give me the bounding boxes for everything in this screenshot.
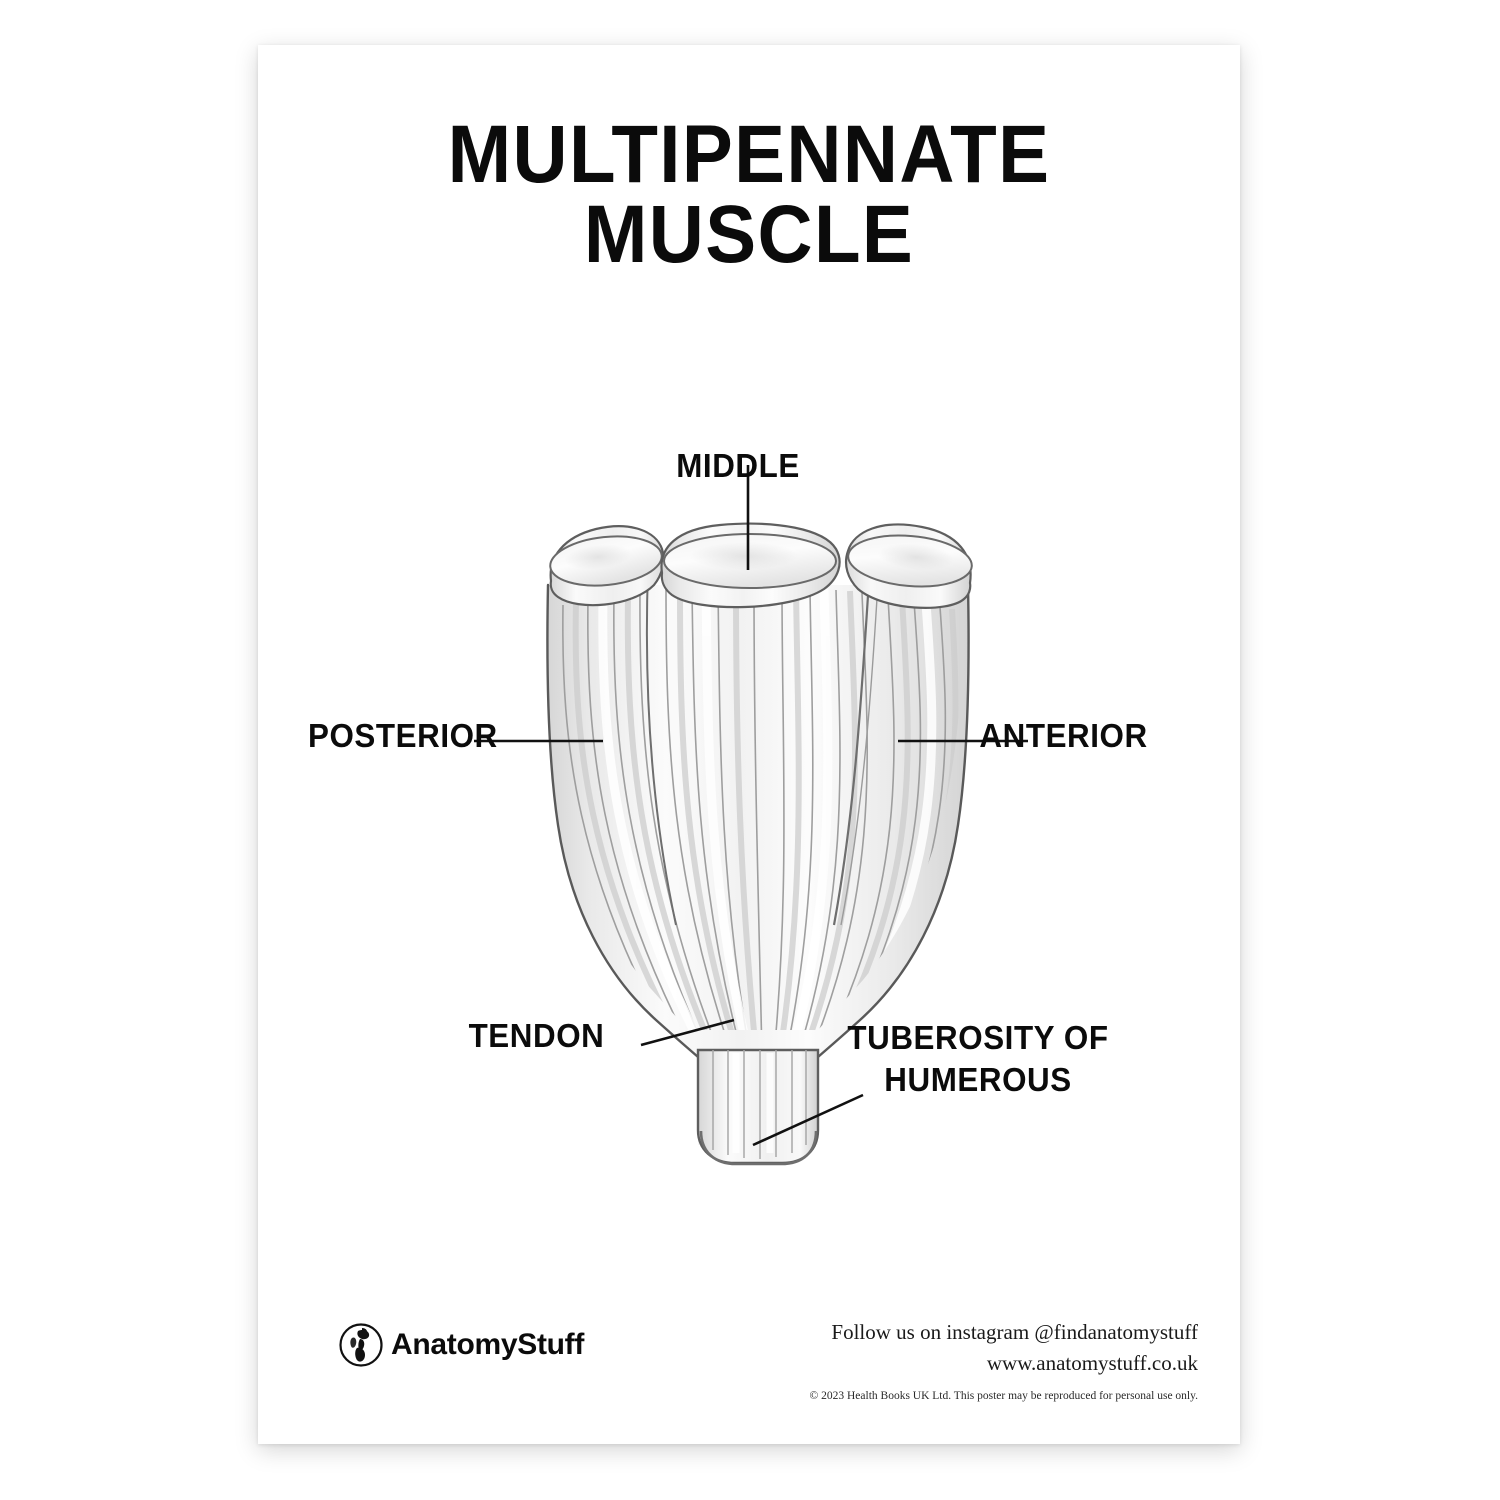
muscle-fibers-soft bbox=[572, 585, 959, 1030]
posterior-head-rim bbox=[549, 535, 663, 587]
muscle-fibers bbox=[562, 585, 947, 1030]
label-middle: MIDDLE bbox=[676, 447, 800, 484]
footer-website[interactable]: www.anatomystuff.co.uk bbox=[986, 1351, 1198, 1376]
middle-head bbox=[660, 522, 841, 609]
page-title: MULTIPENNATE MUSCLE bbox=[258, 109, 1240, 281]
brand-logo[interactable]: AnatomyStuff bbox=[338, 1322, 584, 1368]
footer-copyright: © 2023 Health Books UK Ltd. This poster … bbox=[809, 1390, 1198, 1403]
label-tuberosity: TUBEROSITY OF HUMEROUS bbox=[826, 1017, 1130, 1101]
poster-sheet: MULTIPENNATE MUSCLE bbox=[258, 45, 1240, 1444]
anterior-head-rim bbox=[847, 534, 973, 588]
brand-name: AnatomyStuff bbox=[391, 1328, 585, 1361]
head-division-line bbox=[832, 564, 872, 926]
label-anterior: ANTERIOR bbox=[979, 717, 1148, 754]
anterior-head bbox=[844, 523, 973, 609]
title-line-1: MULTIPENNATE bbox=[447, 109, 1051, 200]
head-division-line-left bbox=[645, 568, 677, 926]
title-line-2: MUSCLE bbox=[583, 189, 915, 281]
label-tuberosity-line1: TUBEROSITY OF bbox=[847, 1019, 1109, 1056]
leader-tuberosity bbox=[752, 1093, 864, 1147]
leader-tendon bbox=[640, 1018, 735, 1047]
tuberosity-attachment bbox=[699, 1130, 818, 1166]
tendon-stem bbox=[696, 1048, 820, 1166]
middle-head-rim bbox=[663, 533, 837, 589]
label-tendon: TENDON bbox=[468, 1017, 605, 1054]
posterior-head bbox=[549, 525, 665, 607]
head-division-line-2 bbox=[840, 564, 880, 926]
muscle-highlights bbox=[598, 585, 937, 1030]
label-tuberosity-line2: HUMEROUS bbox=[884, 1061, 1072, 1099]
anatomy-figure-circle-logo-icon bbox=[339, 1323, 383, 1367]
label-posterior: POSTERIOR bbox=[307, 717, 498, 754]
muscle-body-stroke bbox=[546, 583, 970, 1059]
footer-instagram: Follow us on instagram @findanatomystuff bbox=[831, 1320, 1198, 1344]
footer-contact: Follow us on instagram @findanatomystuff… bbox=[728, 1317, 1198, 1405]
